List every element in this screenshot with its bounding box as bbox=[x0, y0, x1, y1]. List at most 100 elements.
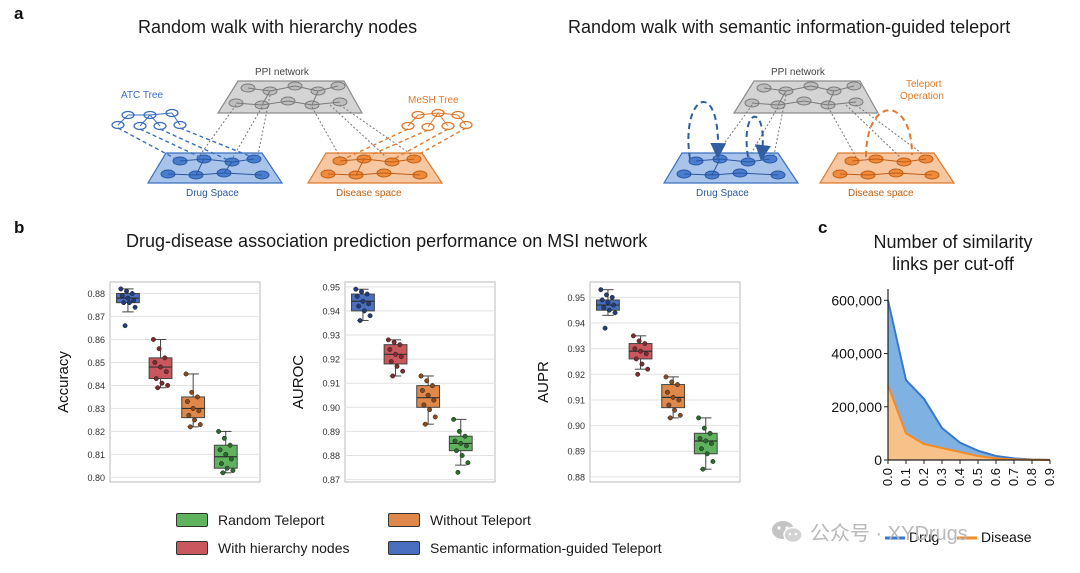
y-tick-label: 0.82 bbox=[87, 427, 105, 437]
y-tick-label: 0.92 bbox=[567, 370, 585, 380]
data-point bbox=[367, 313, 373, 319]
y-tick-label: 0.88 bbox=[567, 472, 585, 482]
y-tick-label: 0 bbox=[874, 452, 882, 468]
data-point bbox=[666, 402, 672, 408]
data-point bbox=[230, 468, 236, 473]
data-point bbox=[421, 402, 427, 408]
legend-label-without: Without Teleport bbox=[430, 512, 531, 528]
ppi-label-right: PPI network bbox=[771, 67, 826, 78]
y-tick-label: 0.85 bbox=[87, 358, 105, 368]
boxplot-legend: Random Teleport Without Teleport With hi… bbox=[176, 508, 736, 560]
y-tick-label: 0.95 bbox=[322, 282, 340, 292]
drug-space-label-right: Drug Space bbox=[696, 188, 749, 199]
box-without bbox=[181, 371, 206, 430]
data-point bbox=[455, 469, 461, 475]
data-point bbox=[633, 356, 639, 362]
data-point bbox=[638, 348, 643, 354]
x-tick-label: 0.8 bbox=[1024, 468, 1039, 486]
data-point bbox=[635, 371, 641, 377]
data-point bbox=[639, 361, 645, 367]
box-semantic bbox=[351, 286, 375, 324]
area-disease bbox=[888, 385, 1050, 460]
y-tick-label: 0.88 bbox=[322, 451, 340, 461]
data-point bbox=[699, 446, 704, 452]
y-tick-label: 0.90 bbox=[322, 403, 340, 413]
data-point bbox=[189, 389, 195, 395]
panel-a-letter: a bbox=[14, 4, 24, 23]
data-point bbox=[454, 448, 459, 454]
legend-item-random: Random Teleport bbox=[176, 508, 388, 532]
data-point bbox=[605, 300, 611, 305]
disease-space-label-left: Disease space bbox=[336, 188, 402, 199]
data-point bbox=[598, 287, 604, 293]
data-point bbox=[632, 346, 638, 352]
box-random bbox=[448, 416, 473, 475]
y-tick-label: 0.94 bbox=[322, 306, 340, 316]
data-point bbox=[359, 289, 364, 295]
legend-swatch-random bbox=[176, 513, 208, 527]
data-point bbox=[394, 363, 400, 369]
y-axis-label-aupr: AUPR bbox=[535, 361, 552, 403]
data-point bbox=[703, 438, 709, 444]
disease-space-label-right: Disease space bbox=[848, 188, 914, 199]
data-point bbox=[155, 385, 161, 391]
data-point bbox=[186, 412, 192, 418]
data-point bbox=[400, 368, 406, 374]
x-tick-label: 0.3 bbox=[934, 468, 949, 486]
data-point bbox=[431, 397, 437, 403]
data-point bbox=[163, 369, 169, 375]
data-point bbox=[391, 339, 397, 345]
y-tick-label: 0.84 bbox=[87, 381, 105, 391]
y-tick-label: 0.91 bbox=[567, 395, 585, 405]
data-point bbox=[710, 459, 716, 464]
data-point bbox=[162, 355, 168, 361]
panel-b-letter: b bbox=[14, 218, 25, 237]
x-tick-label: 0.1 bbox=[898, 468, 913, 486]
area-drug bbox=[888, 300, 1050, 460]
data-point bbox=[611, 302, 617, 308]
right-diagram-title: Random walk with semantic information-gu… bbox=[568, 17, 1011, 37]
data-point bbox=[360, 298, 366, 304]
box-without bbox=[661, 374, 686, 421]
data-point bbox=[606, 307, 612, 313]
y-tick-label: 200,000 bbox=[831, 399, 882, 415]
data-point bbox=[220, 470, 226, 476]
legend-swatch-without bbox=[388, 513, 420, 527]
data-point bbox=[704, 451, 710, 457]
teleport-arc-2 bbox=[745, 115, 771, 161]
data-point bbox=[429, 383, 435, 389]
y-tick-label: 0.95 bbox=[567, 293, 585, 303]
data-point bbox=[422, 421, 428, 427]
data-point bbox=[187, 424, 193, 430]
watermark-text: 公众号 · XYDrugs bbox=[810, 523, 968, 545]
y-axis-label-accuracy: Accuracy bbox=[55, 351, 72, 413]
data-point bbox=[229, 456, 234, 462]
data-point bbox=[129, 291, 135, 296]
data-point bbox=[152, 360, 158, 365]
y-tick-label: 0.93 bbox=[567, 344, 585, 354]
data-point bbox=[709, 441, 714, 446]
y-tick-label: 0.91 bbox=[322, 379, 340, 389]
data-point bbox=[464, 443, 469, 449]
legend-item-semantic: Semantic information-guided Teleport bbox=[388, 536, 662, 560]
x-tick-label: 0.0 bbox=[880, 468, 895, 486]
data-point bbox=[674, 382, 680, 388]
data-point bbox=[119, 293, 125, 299]
data-point bbox=[459, 453, 465, 458]
data-point bbox=[707, 430, 713, 436]
data-point bbox=[669, 379, 675, 385]
boxplot-panel: 0.800.810.820.830.840.850.860.870.88Accu… bbox=[55, 281, 741, 485]
data-point bbox=[125, 295, 131, 301]
data-point bbox=[697, 435, 703, 441]
mesh-tree-label: MeSH Tree bbox=[408, 95, 459, 106]
teleport-label-2: Operation bbox=[900, 91, 944, 102]
data-point bbox=[663, 374, 669, 380]
legend-swatch-semantic bbox=[388, 541, 420, 555]
y-axis-label-auroc: AUROC bbox=[290, 355, 307, 409]
data-point bbox=[183, 371, 189, 377]
box-without bbox=[416, 373, 441, 427]
data-point bbox=[387, 347, 393, 352]
